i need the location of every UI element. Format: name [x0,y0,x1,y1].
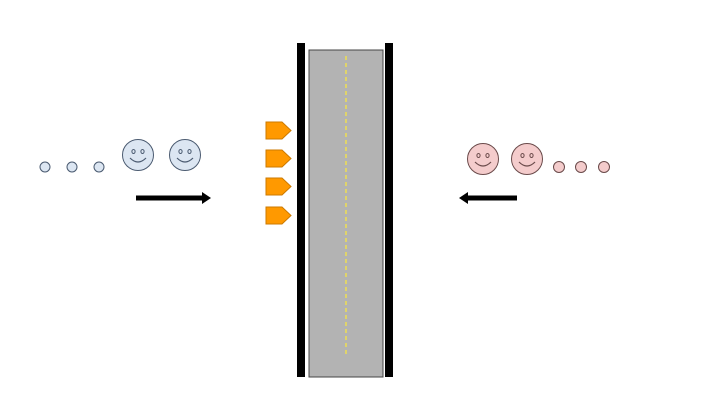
right-group [467,143,610,175]
dot-1 [553,161,565,173]
face-eye-right [140,149,145,154]
marker-3 [265,177,292,196]
face-mouth [518,161,536,167]
face-mouth [474,161,492,167]
road-edge-left [297,43,305,377]
dot-2 [575,161,587,173]
arrow-left [459,192,517,204]
face-mouth [129,157,147,163]
dot-2 [66,161,78,173]
marker-group [265,121,292,225]
face-eye-left [178,149,183,154]
face-eye-left [476,153,481,158]
marker-2 [265,149,292,168]
face-2 [511,143,543,175]
dot-3 [598,161,610,173]
face-eye-right [485,153,490,158]
arrow-left-head [459,192,468,204]
face-1 [122,139,154,171]
smiley-face-icon [169,139,201,171]
arrow-right-head [202,192,211,204]
marker-4 [265,206,292,225]
dot-1 [39,161,51,173]
road [297,43,393,378]
face-eye-left [520,153,525,158]
face-eye-right [529,153,534,158]
face-mouth [176,157,194,163]
dot-3 [93,161,105,173]
smiley-face-icon [122,139,154,171]
face-eye-right [187,149,192,154]
face-1 [467,143,499,175]
left-group [39,139,201,173]
smiley-face-icon [467,143,499,175]
face-eye-left [131,149,136,154]
smiley-face-icon [511,143,543,175]
face-2 [169,139,201,171]
road-edge-right [385,43,393,377]
marker-1 [265,121,292,140]
arrow-right [136,192,211,204]
